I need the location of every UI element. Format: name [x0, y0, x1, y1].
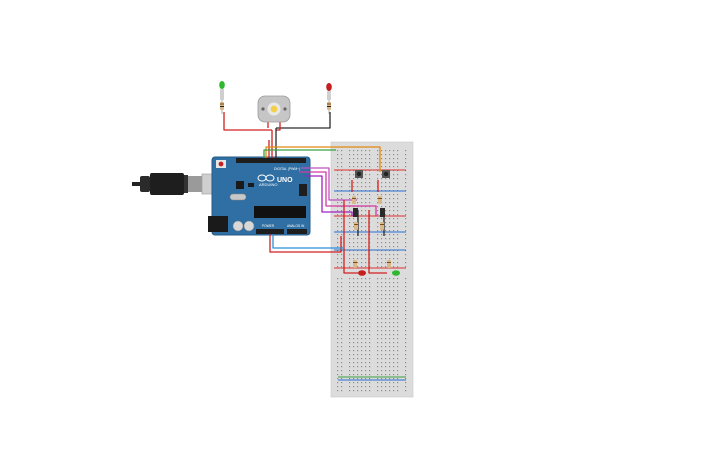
capacitor — [243, 220, 255, 232]
motor-shaft-icon — [270, 105, 278, 113]
icsp-header — [299, 184, 307, 196]
breadboard-holes — [337, 150, 407, 392]
led-green-top[interactable] — [219, 81, 225, 100]
digital-label: DIGITAL (PWM~) — [274, 167, 300, 171]
power-jack[interactable] — [208, 216, 228, 232]
wire-red-top — [223, 112, 272, 131]
analog-label: ANALOG IN — [287, 224, 305, 228]
wire-magenta-2 — [301, 167, 357, 201]
led-red-breadboard[interactable] — [358, 270, 366, 276]
wire-purple — [305, 175, 353, 216]
resistor-bb-4[interactable] — [380, 222, 384, 230]
wire-orange — [265, 146, 381, 172]
breadboard[interactable] — [330, 141, 414, 398]
crystal — [229, 193, 247, 201]
wires — [223, 112, 387, 274]
analog-header[interactable] — [287, 229, 307, 234]
resistor-bb-5[interactable] — [353, 260, 357, 268]
wire-blue-power — [272, 234, 343, 249]
resistor-bb-6[interactable] — [387, 260, 391, 268]
resistor-bb-1[interactable] — [352, 196, 356, 204]
wire-green-header — [263, 149, 336, 158]
power-header[interactable] — [256, 229, 284, 234]
wire-red-motor-right — [276, 120, 281, 131]
arduino-uno-board[interactable]: ARDUINO UNO DIGITAL (PWM~) POWER ANALOG … — [208, 156, 311, 236]
pushbutton-2[interactable] — [382, 170, 390, 178]
resistor-top-left[interactable] — [220, 100, 224, 114]
arduino-logo-text: ARDUINO — [259, 182, 277, 187]
transistor-1[interactable] — [353, 208, 358, 217]
capacitor — [232, 220, 244, 232]
transistor-2[interactable] — [380, 208, 385, 217]
resistor-top-right[interactable] — [327, 100, 331, 114]
pushbutton-1[interactable] — [355, 170, 363, 178]
dc-motor[interactable] — [257, 95, 291, 123]
breadboard-rails — [334, 169, 406, 381]
wire-black-top — [276, 112, 331, 129]
wire-red-bb-2 — [368, 210, 387, 274]
resistor-bb-3[interactable] — [354, 222, 358, 230]
led-green-breadboard[interactable] — [392, 270, 400, 276]
led-red-top[interactable] — [326, 83, 332, 100]
digital-header[interactable] — [236, 158, 306, 163]
wire-red-power — [269, 234, 342, 253]
power-label: POWER — [262, 224, 275, 228]
usb-cable — [132, 173, 227, 195]
wire-magenta — [299, 171, 377, 216]
arduino-model-text: UNO — [277, 177, 293, 184]
wire-red-bb-1 — [343, 200, 358, 274]
atmega-chip — [254, 206, 306, 218]
resistor-bb-2[interactable] — [378, 196, 382, 204]
